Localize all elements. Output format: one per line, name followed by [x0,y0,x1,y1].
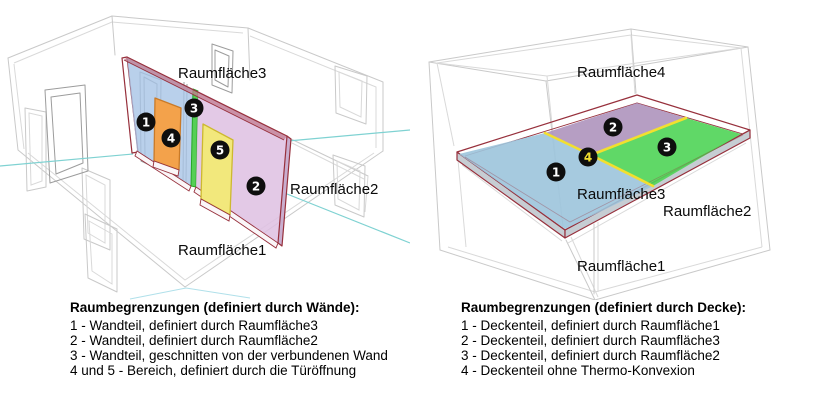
door-threshold-yellow [199,198,231,222]
marker-2-number: 2 [252,180,260,194]
marker-4: 4 [578,147,598,167]
marker-2: 2 [603,117,623,137]
label-raumflaeche1: Raumfläche1 [178,242,266,259]
wall-top-band [124,57,287,140]
highlighted-wall [121,56,292,249]
wall-surface-labels: Raumfläche3 Raumfläche2 Raumfläche1 [178,65,378,259]
label-raumflaeche1: Raumfläche1 [577,258,665,275]
marker-1: 1 [136,112,156,132]
ceiling-slab [456,94,751,239]
label-raumflaeche2: Raumfläche2 [290,181,378,198]
marker-4: 4 [161,128,181,148]
walls-caption-title: Raumbegrenzungen (definiert durch Wände)… [70,300,360,315]
marker-1: 1 [546,162,566,182]
walls-caption-line-3: 3 - Wandteil, geschnitten von der verbun… [70,348,388,363]
label-raumflaeche2: Raumfläche2 [663,203,751,220]
label-raumflaeche3: Raumfläche3 [577,186,665,203]
divider-yellow-front [589,153,655,188]
floor-accent-lines [0,129,410,300]
marker-3-number: 3 [190,102,198,116]
ceiling-markers: 2 3 4 1 [546,117,677,182]
walls-diagram: 1 3 4 5 2 Raumfläche3 Raumfläche2 Raumfl… [0,15,410,300]
ceiling-surface-labels: Raumfläche4 Raumfläche3 Raumfläche2 Raum… [577,64,751,275]
marker-5: 5 [210,140,230,160]
marker-1-number: 1 [142,116,150,130]
marker-5-number: 5 [216,144,224,158]
slab-top-face [456,94,751,231]
marker-3: 3 [184,98,204,118]
marker-2: 2 [246,176,266,196]
marker-1-number: 1 [552,166,560,180]
ceiling-caption-line-2: 2 - Deckenteil, definiert durch Raumfläc… [461,333,720,348]
label-raumflaeche4: Raumfläche4 [577,64,665,81]
ceiling-caption: Raumbegrenzungen (definiert durch Decke)… [461,300,746,378]
walls-caption-line-4: 4 und 5 - Bereich, definiert durch die T… [70,363,357,378]
ceiling-caption-title: Raumbegrenzungen (definiert durch Decke)… [461,300,747,315]
marker-3-number: 3 [663,141,671,155]
divider-yellow-right [589,116,688,157]
marker-4-number: 4 [584,151,592,165]
marker-2-number: 2 [609,121,617,135]
ceiling-caption-line-1: 1 - Deckenteil, definiert durch Raumfläc… [461,318,720,333]
walls-caption-line-2: 2 - Wandteil, definiert durch Raumfläche… [70,333,318,348]
ceiling-caption-line-3: 3 - Deckenteil, definiert durch Raumfläc… [461,348,720,363]
wall-right-end-face [277,135,292,247]
ceiling-caption-line-4: 4 - Deckenteil ohne Thermo-Konvexion [461,363,695,378]
walls-caption: Raumbegrenzungen (definiert durch Wände)… [70,300,388,378]
door-threshold-orange [152,160,180,177]
marker-4-number: 4 [167,132,175,146]
ceiling-diagram: 2 3 4 1 Raumfläche4 Raumfläche3 Raumfläc… [428,28,771,300]
walls-caption-line-1: 1 - Wandteil, definiert durch Raumfläche… [70,318,318,333]
label-raumflaeche3: Raumfläche3 [178,65,266,82]
wall-markers: 1 3 4 5 2 [136,98,266,196]
marker-3: 3 [657,137,677,157]
